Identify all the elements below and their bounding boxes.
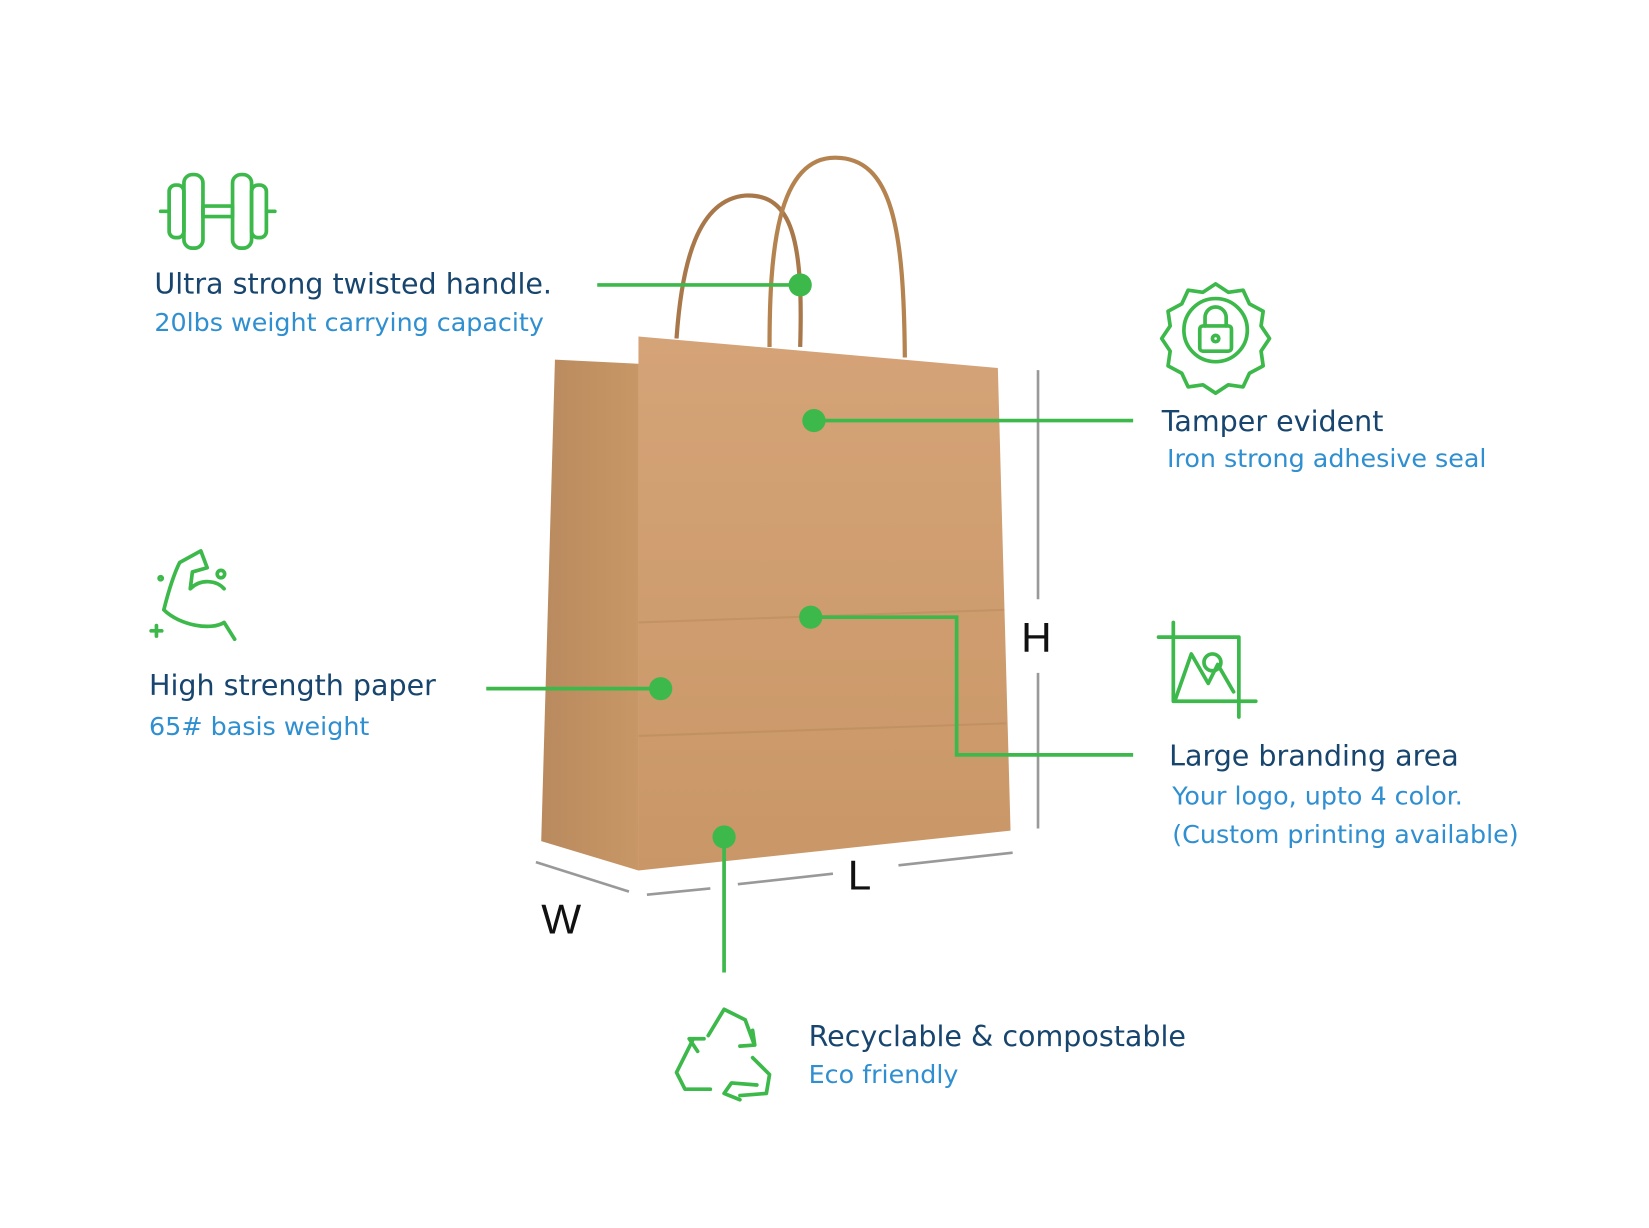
paper-bag bbox=[541, 155, 1011, 871]
image-crop-icon bbox=[1156, 620, 1258, 719]
feature-subtitle-recycle: Eco friendly bbox=[809, 1060, 959, 1089]
feature-title-recycle: Recyclable & compostable bbox=[809, 1020, 1186, 1053]
feature-subtitle2-branding: (Custom printing available) bbox=[1172, 820, 1518, 849]
dimension-height-label: H bbox=[1021, 614, 1052, 661]
feature-subtitle-handle: 20lbs weight carrying capacity bbox=[154, 308, 544, 337]
feature-title-branding: Large branding area bbox=[1169, 739, 1459, 772]
dumbbell-icon bbox=[158, 172, 277, 250]
feature-title-strength: High strength paper bbox=[149, 669, 436, 702]
feature-subtitle-strength: 65# basis weight bbox=[149, 712, 369, 741]
flexed-arm-icon bbox=[149, 549, 237, 642]
feature-subtitle-branding: Your logo, upto 4 color. bbox=[1171, 781, 1463, 810]
bag-handle-back bbox=[674, 193, 803, 348]
leader-lines bbox=[486, 273, 1134, 973]
bag-front bbox=[638, 336, 1011, 871]
seal-lock-icon bbox=[1159, 282, 1272, 396]
dimension-width-label: W bbox=[541, 896, 581, 943]
bag-handle-front bbox=[767, 155, 907, 358]
feature-title-handle: Ultra strong twisted handle. bbox=[154, 267, 552, 300]
bag-side bbox=[541, 359, 639, 871]
recycle-icon bbox=[674, 1007, 772, 1102]
dimension-lines bbox=[535, 370, 1040, 897]
feature-title-tamper: Tamper evident bbox=[1161, 405, 1384, 438]
dimension-length-label: L bbox=[848, 852, 872, 899]
feature-subtitle-tamper: Iron strong adhesive seal bbox=[1167, 444, 1486, 473]
